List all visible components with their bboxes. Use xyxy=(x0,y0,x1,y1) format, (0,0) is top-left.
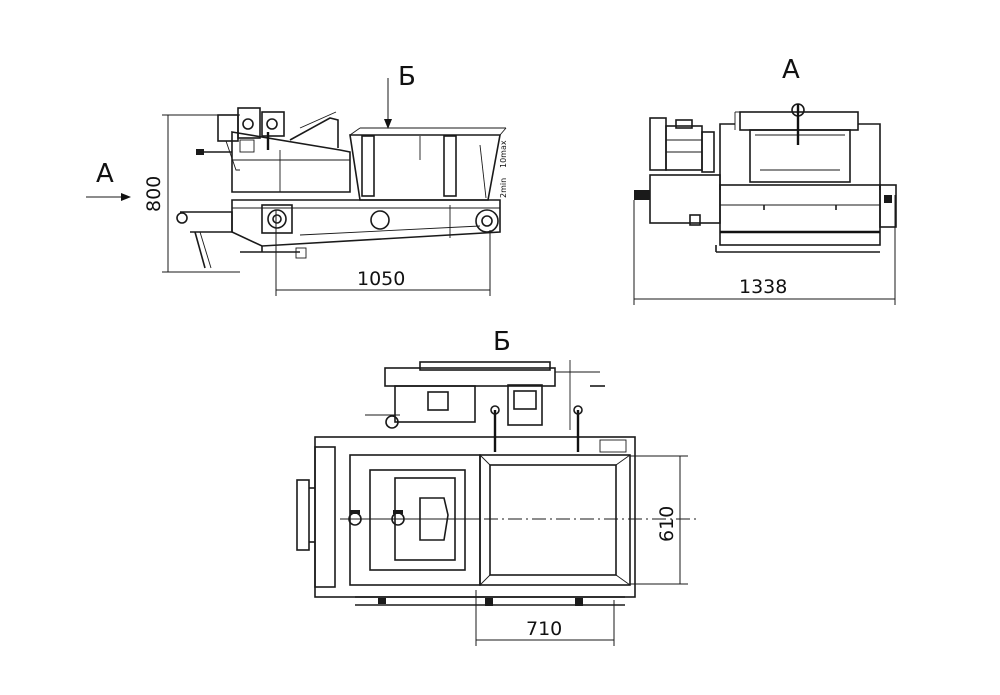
upper-frame xyxy=(231,131,351,193)
motor xyxy=(649,117,715,173)
dimension-front-width: 1338 xyxy=(633,195,896,305)
lever-mechanism xyxy=(196,107,285,171)
belt-conveyor xyxy=(231,199,501,259)
dimension-top-width: 610 xyxy=(630,455,688,585)
dimension-height-value: 800 xyxy=(143,176,165,212)
dimension-height: 800 xyxy=(143,114,240,273)
hopper xyxy=(349,134,501,201)
side-view: А Б 800 1050 2min 10max xyxy=(86,62,508,296)
dimension-top-length: 710 xyxy=(475,590,615,646)
dimension-top-length-value: 710 xyxy=(526,618,562,640)
front-view-label: А xyxy=(782,55,800,85)
dimension-front-width-value: 1338 xyxy=(739,276,787,298)
support-arm xyxy=(176,211,233,269)
top-view: Б 610 710 xyxy=(296,327,700,646)
view-arrow-label-a: А xyxy=(96,159,114,189)
gap-max-label: 10max xyxy=(499,140,508,168)
dimension-side-length: 1050 xyxy=(275,210,491,296)
dimension-side-length-value: 1050 xyxy=(357,268,405,290)
view-arrow-label-b: Б xyxy=(398,62,416,92)
dimension-top-width-value: 610 xyxy=(656,506,678,542)
front-view: А 1338 xyxy=(633,55,897,305)
top-view-label: Б xyxy=(493,327,511,357)
gap-min-label: 2min xyxy=(499,178,508,198)
